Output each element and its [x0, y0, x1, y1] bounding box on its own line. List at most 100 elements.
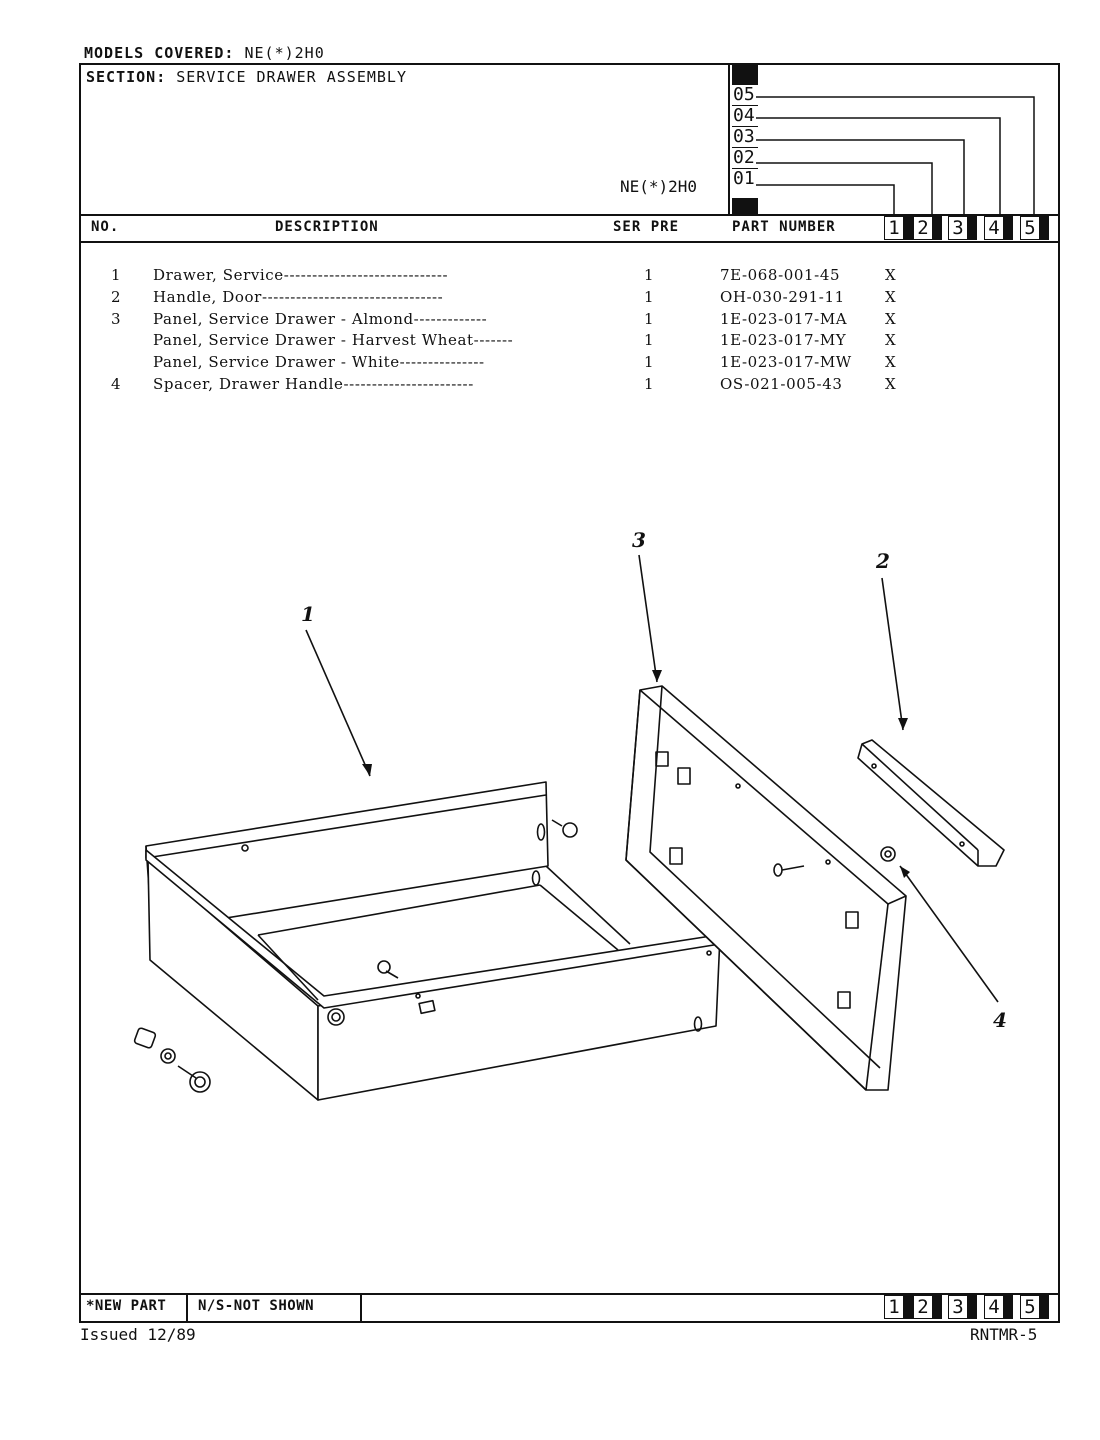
part-qty: 1 — [644, 375, 655, 393]
revision-list: 05 04 03 02 01 — [732, 84, 758, 215]
part-qty: 1 — [644, 331, 655, 349]
part-description: Panel, Service Drawer - Harvest Wheat---… — [153, 331, 514, 349]
part-mark: X — [885, 353, 897, 371]
callout-3: 3 — [632, 528, 646, 552]
part-mark: X — [885, 310, 897, 328]
revision-04: 04 — [732, 105, 758, 126]
model-col-2: 2 — [913, 216, 933, 240]
table-row: 3 Panel, Service Drawer - Almond--------… — [79, 310, 1060, 332]
spacer-part — [880, 846, 896, 862]
col-description: DESCRIPTION — [275, 219, 379, 235]
part-number: 1E-023-017-MW — [720, 353, 852, 371]
part-qty: 1 — [644, 266, 655, 284]
part-qty: 1 — [644, 288, 655, 306]
col-part-number: PART NUMBER — [732, 219, 836, 235]
model-col-1: 1 — [884, 216, 904, 240]
part-no: 1 — [111, 266, 122, 284]
revision-01: 01 — [732, 168, 758, 189]
part-description: Panel, Service Drawer - Almond----------… — [153, 310, 488, 328]
model-col-5: 5 — [1020, 216, 1040, 240]
model-col-3: 3 — [948, 1295, 968, 1319]
table-row: 4 Spacer, Drawer Handle-----------------… — [79, 375, 1060, 397]
part-number: 7E-068-001-45 — [720, 266, 841, 284]
header-rule-bottom — [79, 241, 1060, 243]
callout-4: 4 — [993, 1008, 1007, 1032]
part-no: 4 — [111, 375, 122, 393]
leader-line-4 — [899, 865, 999, 1003]
footer-divider — [186, 1293, 188, 1323]
exploded-diagram — [133, 554, 1005, 1101]
model-col-sep — [933, 216, 942, 240]
part-number: OH-030-291-11 — [720, 288, 845, 306]
col-no: NO. — [91, 219, 120, 235]
section-label: SECTION: — [86, 68, 167, 86]
callout-1: 1 — [301, 602, 315, 626]
part-qty: 1 — [644, 310, 655, 328]
footer-rule — [79, 1293, 1060, 1295]
part-description: Spacer, Drawer Handle-------------------… — [153, 375, 474, 393]
issued-date: Issued 12/89 — [80, 1325, 196, 1344]
revision-03: 03 — [732, 126, 758, 147]
leader-line-3 — [638, 554, 658, 683]
part-description: Handle, Door----------------------------… — [153, 288, 444, 306]
part-number: 1E-023-017-MY — [720, 331, 847, 349]
model-col-4: 4 — [984, 216, 1004, 240]
handle-part — [857, 739, 1005, 867]
page-code: RNTMR-5 — [970, 1325, 1038, 1344]
new-part-legend: *NEW PART — [86, 1298, 167, 1314]
revision-02: 02 — [732, 147, 758, 168]
part-qty: 1 — [644, 353, 655, 371]
part-no: 3 — [111, 310, 122, 328]
model-col-sep — [1004, 216, 1013, 240]
part-description: Panel, Service Drawer - White-----------… — [153, 353, 485, 371]
table-row: 2 Handle, Door--------------------------… — [79, 288, 1060, 310]
models-covered: MODELS COVERED: NE(*)2H0 — [84, 44, 325, 62]
panel-part — [625, 685, 907, 1091]
table-row: 1 Drawer, Service-----------------------… — [79, 266, 1060, 288]
model-col-5: 5 — [1020, 1295, 1040, 1319]
model-col-sep — [1004, 1295, 1013, 1319]
part-mark: X — [885, 375, 897, 393]
part-mark: X — [885, 331, 897, 349]
model-col-4: 4 — [984, 1295, 1004, 1319]
model-columns-header: 1 2 3 4 5 — [884, 216, 1060, 241]
part-number: OS-021-005-43 — [720, 375, 843, 393]
header-divider — [728, 63, 730, 215]
table-row: Panel, Service Drawer - Harvest Wheat---… — [79, 331, 1060, 353]
col-ser-pre: SER PRE — [613, 219, 680, 235]
model-columns-footer: 1 2 3 4 5 — [884, 1295, 1060, 1320]
model-name: NE(*)2H0 — [620, 177, 698, 196]
footer-divider — [360, 1293, 362, 1323]
section-title: SECTION: SERVICE DRAWER ASSEMBLY — [86, 68, 407, 86]
part-description: Drawer, Service-------------------------… — [153, 266, 449, 284]
page-frame — [79, 63, 1060, 1323]
revision-bar-bottom — [732, 198, 758, 215]
part-no: 2 — [111, 288, 122, 306]
part-mark: X — [885, 266, 897, 284]
model-col-sep — [968, 1295, 977, 1319]
not-shown-legend: N/S-NOT SHOWN — [198, 1298, 315, 1314]
callout-2: 2 — [876, 549, 890, 573]
leader-line-1 — [305, 629, 371, 777]
model-col-3: 3 — [948, 216, 968, 240]
revision-leaders — [756, 96, 1035, 215]
model-col-sep — [968, 216, 977, 240]
model-col-2: 2 — [913, 1295, 933, 1319]
header-rule-top — [79, 214, 1060, 216]
model-col-sep — [933, 1295, 942, 1319]
part-mark: X — [885, 288, 897, 306]
model-col-sep — [904, 216, 913, 240]
model-col-sep — [904, 1295, 913, 1319]
table-row: Panel, Service Drawer - White-----------… — [79, 353, 1060, 375]
model-col-sep — [1040, 216, 1049, 240]
models-covered-value: NE(*)2H0 — [244, 44, 325, 62]
leader-line-2 — [881, 577, 904, 731]
section-value: SERVICE DRAWER ASSEMBLY — [176, 68, 407, 86]
drawer-part — [133, 781, 725, 1101]
model-col-sep — [1040, 1295, 1049, 1319]
model-col-1: 1 — [884, 1295, 904, 1319]
models-covered-label: MODELS COVERED: — [84, 44, 235, 62]
part-number: 1E-023-017-MA — [720, 310, 848, 328]
revision-05: 05 — [732, 84, 758, 105]
revision-bar — [732, 64, 758, 84]
